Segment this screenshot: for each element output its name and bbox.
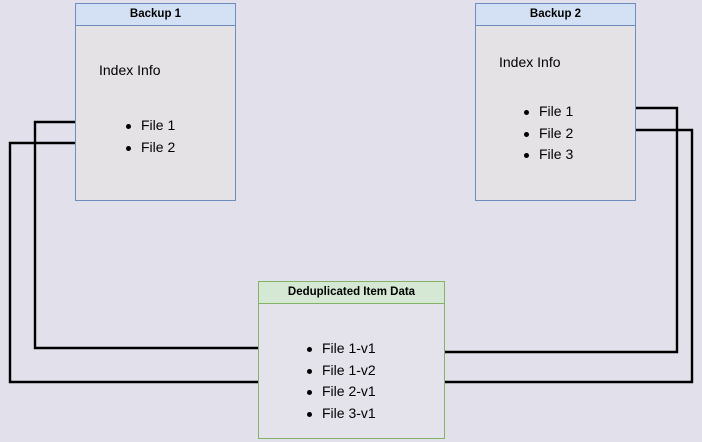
list-item[interactable]: File 1-v1 (305, 338, 376, 360)
node-backup-2-section-label: Index Info (499, 54, 561, 70)
edge-b2-file2-to-file2v1[interactable] (391, 128, 694, 387)
list-item[interactable]: File 3-v1 (305, 403, 376, 425)
node-deduplicated-item-list: File 1-v1 File 1-v2 File 2-v1 File 3-v1 (305, 338, 376, 424)
edge-b1-file2-to-file2v1[interactable] (8, 141, 297, 387)
edge-b2-file1-to-file1v2[interactable] (391, 106, 679, 357)
list-item[interactable]: File 2-v1 (305, 381, 376, 403)
node-backup-2[interactable]: Backup 2 Index Info File 1 File 2 File 3 (475, 3, 636, 201)
node-backup-1-header: Backup 1 (75, 3, 236, 26)
list-item[interactable]: File 3 (522, 144, 573, 166)
node-backup-1-section-label: Index Info (99, 62, 161, 78)
list-item[interactable]: File 1-v2 (305, 360, 376, 382)
node-backup-1-file-list: File 1 File 2 (124, 115, 175, 158)
node-deduplicated-item-data[interactable]: Deduplicated Item Data File 1-v1 File 1-… (258, 281, 445, 439)
list-item[interactable]: File 2 (124, 137, 175, 159)
node-backup-2-header: Backup 2 (475, 3, 636, 26)
list-item[interactable]: File 1 (124, 115, 175, 137)
list-item[interactable]: File 2 (522, 123, 573, 145)
node-backup-1[interactable]: Backup 1 Index Info File 1 File 2 (75, 3, 236, 201)
list-item[interactable]: File 1 (522, 101, 573, 123)
node-deduplicated-item-data-header: Deduplicated Item Data (258, 281, 445, 304)
node-backup-2-file-list: File 1 File 2 File 3 (522, 101, 573, 166)
